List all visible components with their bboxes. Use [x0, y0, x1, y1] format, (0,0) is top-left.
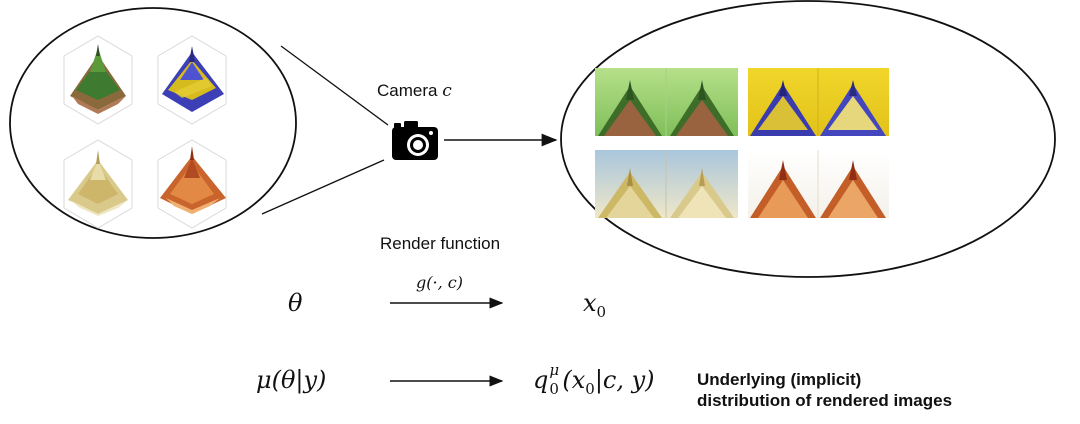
- camera-symbol: c: [442, 81, 452, 101]
- parameter-ellipse: [9, 7, 297, 239]
- rendered-image-sand: [595, 150, 738, 218]
- model-thumbnail-blue: [157, 35, 227, 125]
- theta-symbol: θ: [288, 289, 303, 317]
- q-subscript: 0: [549, 380, 559, 398]
- projection-line-top: [280, 45, 389, 126]
- x0-base: x: [583, 289, 597, 317]
- rendered-image-green: [595, 68, 738, 136]
- mu-expression: μ(θ|y): [256, 366, 327, 394]
- underlying-distribution-caption: Underlying (implicit) distribution of re…: [697, 369, 952, 411]
- model-thumbnail-orange: [157, 139, 227, 229]
- camera-icon: [392, 121, 438, 160]
- rendered-images-ellipse: [560, 0, 1056, 278]
- camera-label-text: Camera: [377, 81, 438, 100]
- caption-line-1: Underlying (implicit): [697, 370, 862, 389]
- q-args-subscript: 0: [585, 379, 595, 398]
- projection-line-bottom: [261, 159, 385, 215]
- q-superscript: μ: [549, 361, 560, 379]
- model-thumbnail-sand: [63, 139, 133, 229]
- render-mapping-label: g(·, c): [416, 273, 463, 292]
- x0-symbol: x0: [583, 289, 606, 321]
- model-thumbnail-green: [63, 35, 133, 125]
- q-args-open: (x: [562, 366, 586, 394]
- q-args-tail: |c, y): [594, 366, 655, 394]
- render-function-label: Render function: [380, 234, 501, 253]
- rendered-image-orange: [748, 150, 889, 218]
- q-base: q: [533, 366, 549, 394]
- rendered-image-blue: [748, 68, 889, 136]
- camera-label: Camera c: [377, 81, 452, 101]
- caption-line-2: distribution of rendered images: [697, 391, 953, 410]
- x0-subscript: 0: [596, 302, 607, 321]
